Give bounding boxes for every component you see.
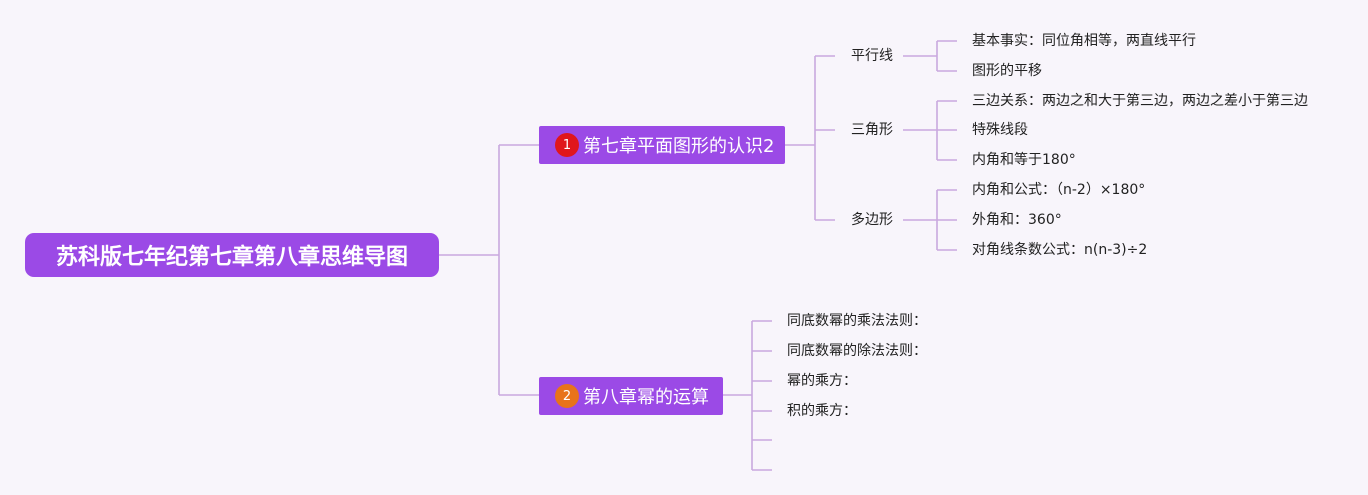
leaf-special-segments[interactable]: 特殊线段 — [972, 118, 1028, 142]
root-node[interactable]: 苏科版七年纪第七章第八章思维导图 — [25, 233, 439, 277]
branch-chapter7-label: 第七章平面图形的认识2 — [583, 136, 775, 157]
leaf-text: 对角线条数公式：n(n-3)÷2 — [972, 242, 1148, 258]
leaf-diagonal-formula[interactable]: 对角线条数公式：n(n-3)÷2 — [972, 238, 1147, 262]
leaf-power-of-power[interactable]: 幂的乘方： — [787, 369, 857, 393]
topic-polygon[interactable]: 多边形 — [851, 208, 893, 232]
topic-parallel-lines[interactable]: 平行线 — [851, 44, 893, 68]
leaf-text: 基本事实：同位角相等，两直线平行 — [972, 33, 1196, 49]
leaf-exterior-angle-sum[interactable]: 外角和：360° — [972, 208, 1062, 232]
number-badge-1: 1 — [555, 133, 579, 157]
leaf-text: 外角和：360° — [972, 212, 1062, 228]
leaf-translation[interactable]: 图形的平移 — [972, 59, 1042, 83]
number-badge-2: 2 — [555, 384, 579, 408]
leaf-polygon-angle-formula[interactable]: 内角和公式：（n-2）×180° — [972, 178, 1145, 202]
topic-triangle[interactable]: 三角形 — [851, 118, 893, 142]
leaf-power-of-product[interactable]: 积的乘方： — [787, 399, 857, 423]
leaf-text: 特殊线段 — [972, 122, 1028, 138]
leaf-text: 积的乘方： — [787, 403, 857, 419]
leaf-angle-sum-180[interactable]: 内角和等于180° — [972, 148, 1076, 172]
leaf-power-multiplication[interactable]: 同底数幂的乘法法则： — [787, 309, 927, 333]
branch-chapter8[interactable]: 2 第八章幂的运算 — [539, 377, 723, 415]
leaf-power-division[interactable]: 同底数幂的除法法则： — [787, 339, 927, 363]
leaf-corresponding-angles[interactable]: 基本事实：同位角相等，两直线平行 — [972, 29, 1196, 53]
root-title: 苏科版七年纪第七章第八章思维导图 — [55, 245, 408, 270]
leaf-text: 幂的乘方： — [787, 373, 857, 389]
topic-label: 平行线 — [851, 48, 893, 64]
topic-label: 多边形 — [851, 212, 893, 228]
leaf-text: 内角和等于180° — [972, 152, 1076, 168]
leaf-text: 内角和公式：（n-2）×180° — [972, 182, 1146, 198]
leaf-text: 同底数幂的乘法法则： — [787, 313, 927, 329]
topic-label: 三角形 — [851, 122, 893, 138]
leaf-text: 图形的平移 — [972, 63, 1042, 79]
leaf-triangle-sides[interactable]: 三边关系：两边之和大于第三边，两边之差小于第三边 — [972, 89, 1308, 113]
branch-chapter7[interactable]: 1 第七章平面图形的认识2 — [539, 126, 785, 164]
leaf-text: 同底数幂的除法法则： — [787, 343, 927, 359]
leaf-text: 三边关系：两边之和大于第三边，两边之差小于第三边 — [972, 93, 1308, 109]
branch-chapter8-label: 第八章幂的运算 — [583, 387, 709, 408]
